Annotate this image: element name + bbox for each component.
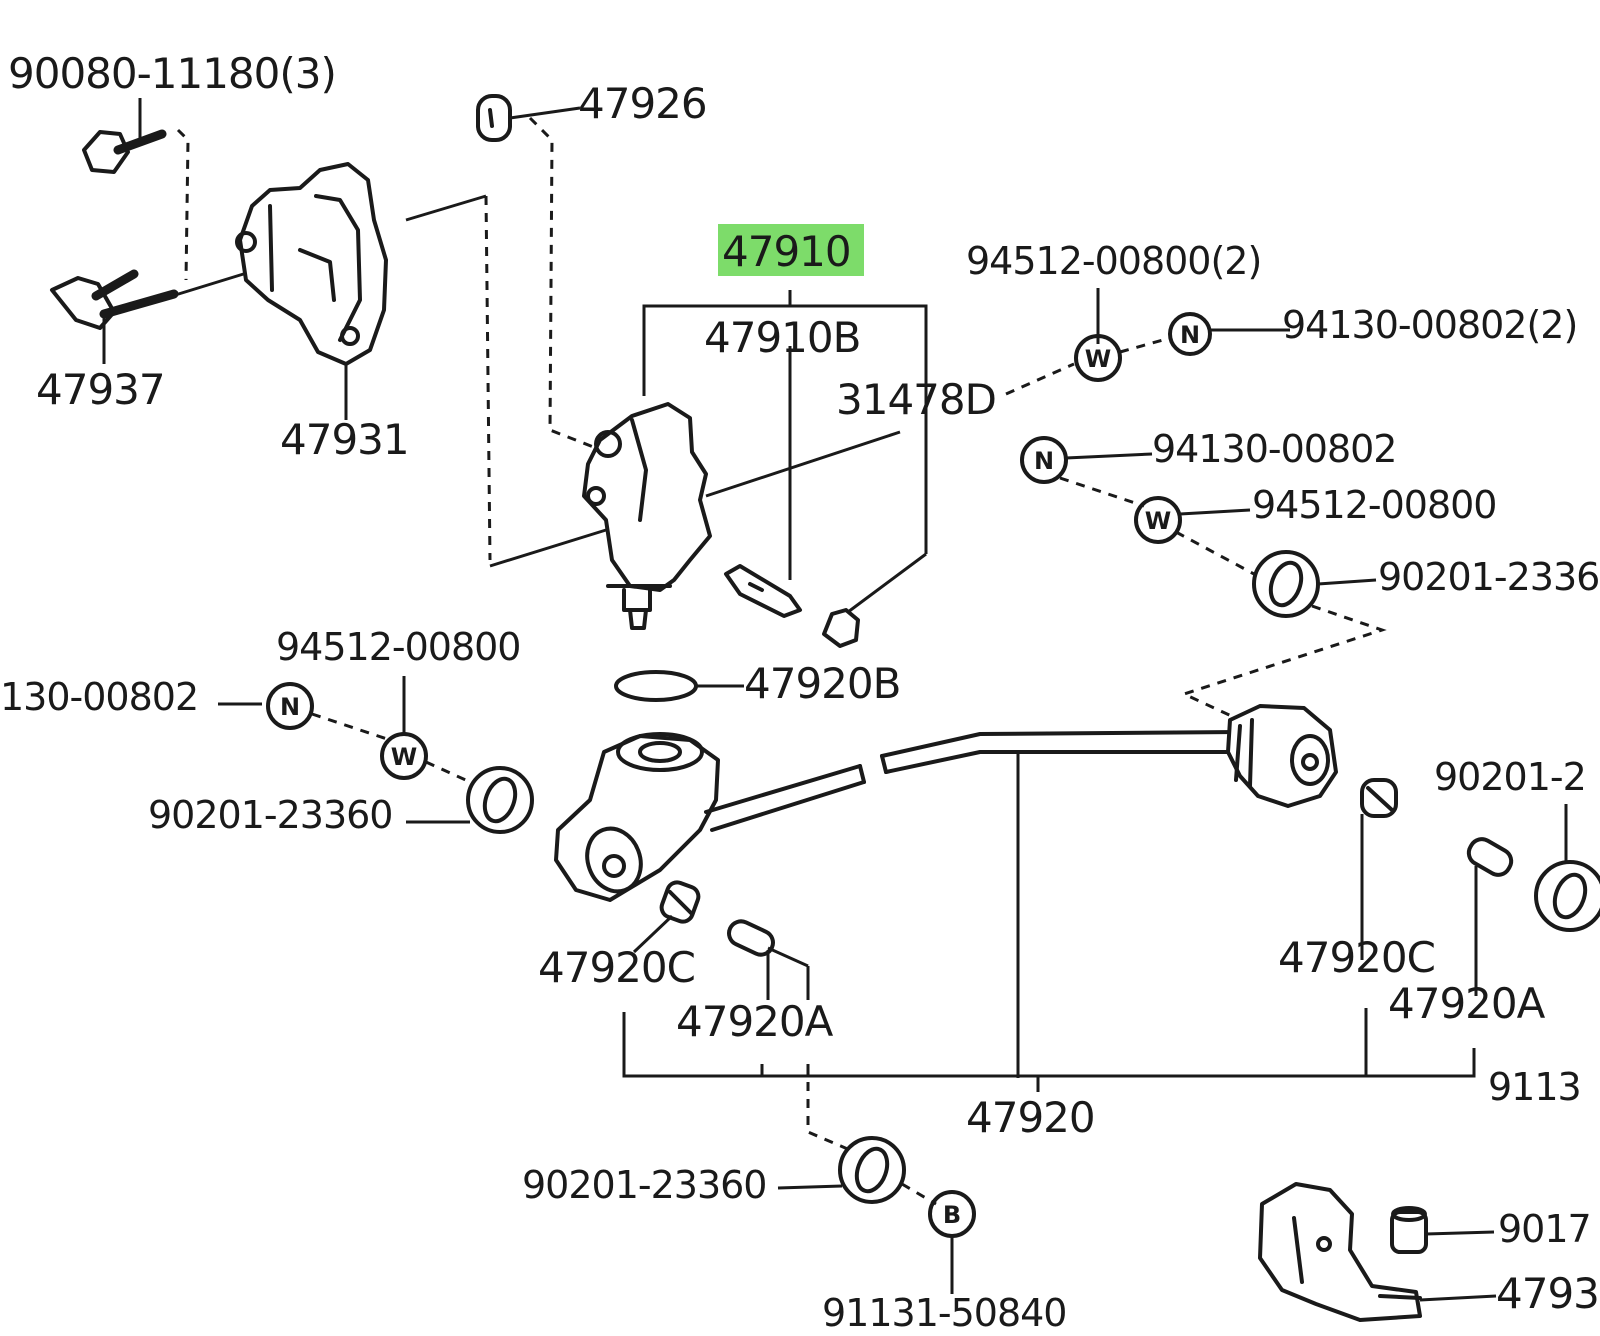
nut-top-glyph: N <box>1180 321 1200 349</box>
label-47931: 47931 <box>280 415 409 464</box>
nut-right-icon <box>1020 436 1068 484</box>
label-washer-left: 94512-00800 <box>276 625 520 669</box>
highlight-47910 <box>718 224 864 276</box>
bracket-47931-icon <box>235 162 388 420</box>
label-seal-bottom: 90201-23360 <box>522 1163 766 1207</box>
washer-right-icon <box>1134 496 1182 544</box>
screw-47910b-icon <box>724 564 802 618</box>
label-nut-right: 94130-00802 <box>1152 427 1396 471</box>
valve-47910-icon <box>582 402 712 630</box>
label-seal-left: 90201-23360 <box>148 793 392 837</box>
washer-top-glyph: W <box>1085 345 1111 373</box>
washer-left-glyph: W <box>391 743 417 771</box>
label-9113-right: 9113 <box>1488 1065 1581 1109</box>
label-9017-right: 9017 <box>1498 1207 1591 1251</box>
label-47910b: 47910B <box>704 313 860 362</box>
label-washer-right: 94512-00800 <box>1252 483 1496 527</box>
bolt-47937-icon <box>50 269 179 364</box>
nut-47920c-right-icon <box>1360 778 1398 960</box>
washer-left-icon <box>380 732 428 780</box>
washer-top-icon <box>1074 334 1122 382</box>
nut-left-glyph: N <box>280 693 300 721</box>
label-nut-top: 94130-00802(2) <box>1282 303 1577 347</box>
pipe-47920-icon <box>554 704 1338 902</box>
label-47920a-left: 47920A <box>676 997 834 1046</box>
seal-bottom-icon <box>838 1136 906 1204</box>
label-seal-right-mid: 90201-2 <box>1434 755 1586 799</box>
seal-right-mid-icon <box>1534 804 1600 932</box>
nut-top-icon <box>1168 312 1212 356</box>
label-47920a-right: 47920A <box>1388 979 1546 1028</box>
bracket-bottom-right-icon <box>1258 1182 1422 1322</box>
label-47920c-right: 47920C <box>1278 933 1435 982</box>
label-47920b: 47920B <box>744 659 900 708</box>
label-31478d: 31478D <box>836 375 996 424</box>
label-4793-right: 4793 <box>1496 1269 1599 1318</box>
label-nut-left: 130-00802 <box>0 675 198 719</box>
plug-47926-icon <box>476 94 581 142</box>
seal-right-top-icon <box>1252 550 1320 618</box>
collar-bottom-right-icon <box>1390 1206 1495 1254</box>
seal-left-icon <box>466 766 534 834</box>
nut-left-icon <box>266 682 314 730</box>
nut-47920c-left-icon <box>632 880 701 954</box>
bolt-90080-icon <box>82 98 167 174</box>
label-seal-right-top: 90201-2336 <box>1378 555 1599 599</box>
label-washer-top: 94512-00800(2) <box>966 239 1261 283</box>
label-47920: 47920 <box>966 1093 1095 1142</box>
oring-47920b-icon <box>614 670 744 702</box>
label-47926: 47926 <box>578 79 707 128</box>
washer-right-glyph: W <box>1145 507 1171 535</box>
nut-right-glyph: N <box>1034 447 1054 475</box>
label-47937: 47937 <box>36 365 165 414</box>
sleeve-47920a-left-icon <box>727 919 810 1000</box>
sleeve-47920a-right-icon <box>1466 837 1514 996</box>
label-bolt-top: 90080-11180(3) <box>8 49 336 98</box>
cap-31478d-icon <box>822 552 927 648</box>
bolt-bottom-glyph: B <box>943 1201 961 1229</box>
label-47910: 47910 <box>722 227 851 276</box>
label-47920c-left: 47920C <box>538 943 695 992</box>
label-bolt-bottom: 91131-50840 <box>822 1291 1066 1335</box>
